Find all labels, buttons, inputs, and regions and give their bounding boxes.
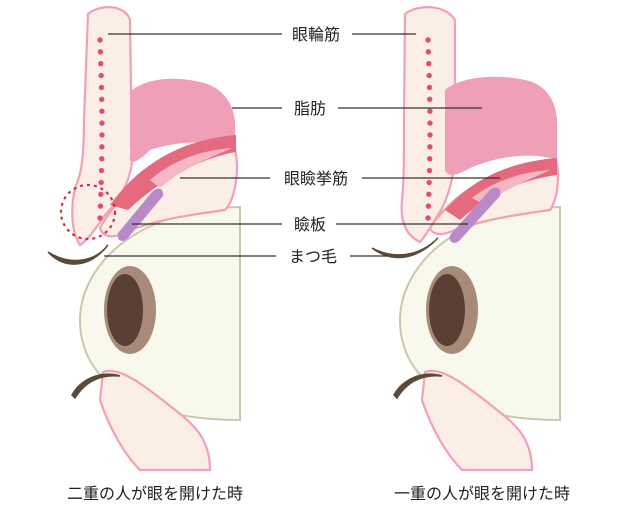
orbicularis-dot: [426, 191, 432, 197]
orbicularis-dot: [98, 179, 104, 186]
caption-left: 二重の人が眼を開けた時: [67, 484, 243, 503]
orbicularis-dot: [425, 203, 432, 209]
orbicularis-dot: [426, 72, 432, 79]
right-orbicularis-dots: [425, 37, 433, 221]
label-fat: 脂肪: [294, 99, 326, 118]
labels: 眼輪筋 脂肪 眼瞼挙筋 瞼板 まつ毛: [284, 25, 348, 266]
orbicularis-dot: [425, 215, 431, 221]
label-tarsus: 瞼板: [294, 215, 326, 234]
right-panel: [371, 6, 561, 472]
right-lower-lid: [420, 369, 534, 472]
orbicularis-dot: [99, 96, 105, 103]
leader-lines: [104, 33, 500, 257]
left-fold-marker: [59, 183, 117, 241]
right-fat: [445, 76, 557, 175]
orbicularis-dot: [98, 72, 104, 79]
left-tarsus: [117, 188, 164, 241]
orbicularis-dot: [98, 167, 105, 174]
orbicularis-dot: [426, 167, 433, 174]
orbicularis-dot: [425, 37, 431, 43]
left-levator-light: [150, 148, 232, 188]
right-pupil: [429, 274, 465, 346]
orbicularis-dot: [98, 84, 105, 91]
orbicularis-dot: [426, 61, 432, 67]
left-panel: [47, 6, 241, 472]
label-eyelashes: まつ毛: [289, 247, 337, 266]
orbicularis-dot: [427, 132, 433, 138]
orbicularis-dot: [427, 96, 433, 103]
orbicularis-dot: [97, 37, 103, 43]
left-orbicularis-dots: [97, 37, 105, 221]
orbicularis-dot: [99, 144, 105, 150]
left-upper-lid: [71, 6, 134, 247]
left-lower-eyelash: [71, 373, 121, 400]
orbicularis-dot: [425, 49, 432, 55]
orbicularis-dot: [427, 108, 433, 114]
orbicularis-dot: [97, 215, 103, 221]
label-orbicularis: 眼輪筋: [292, 25, 340, 44]
right-tarsus: [449, 187, 501, 243]
orbicularis-dot: [427, 144, 433, 150]
label-levator: 眼瞼挙筋: [284, 169, 348, 188]
orbicularis-dot: [98, 61, 104, 67]
right-upper-eyelash: [371, 237, 439, 259]
orbicularis-dot: [98, 191, 104, 197]
orbicularis-dot: [426, 84, 433, 91]
orbicularis-dot: [99, 120, 105, 126]
orbicularis-dot: [97, 49, 104, 55]
orbicularis-dot: [426, 179, 432, 186]
left-pupil: [107, 274, 143, 346]
orbicularis-dot: [99, 108, 105, 114]
orbicularis-dot: [427, 155, 433, 162]
orbicularis-dot: [97, 203, 104, 209]
orbicularis-dot: [99, 155, 105, 162]
orbicularis-dot: [427, 120, 433, 126]
orbicularis-dot: [99, 132, 105, 138]
right-lower-eyelash: [393, 373, 443, 400]
left-upper-eyelash: [47, 244, 109, 265]
left-lower-lid: [98, 369, 212, 472]
caption-right: 一重の人が眼を開けた時: [394, 484, 570, 503]
